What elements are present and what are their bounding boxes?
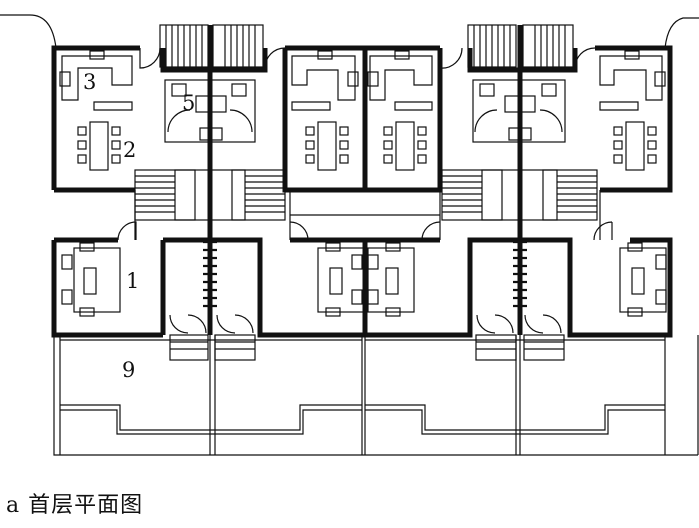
stairs — [134, 24, 598, 361]
dining-tables — [77, 121, 657, 171]
figure-caption: a 首层平面图 — [6, 493, 144, 518]
walls — [51, 25, 673, 338]
site-curve-right — [664, 17, 699, 49]
room-label-9: 9 — [122, 358, 135, 382]
room-label-1: 1 — [126, 269, 139, 293]
kitchens — [59, 50, 666, 111]
room-label-5: 5 — [182, 91, 195, 115]
bathrooms — [164, 79, 566, 143]
doors — [117, 47, 613, 334]
living-furniture — [61, 242, 667, 317]
thin-lines — [53, 190, 699, 456]
room-label-3: 3 — [83, 70, 96, 94]
room-label-2: 2 — [123, 138, 136, 162]
stair-treads — [203, 240, 527, 308]
site-curve-left — [0, 14, 57, 49]
